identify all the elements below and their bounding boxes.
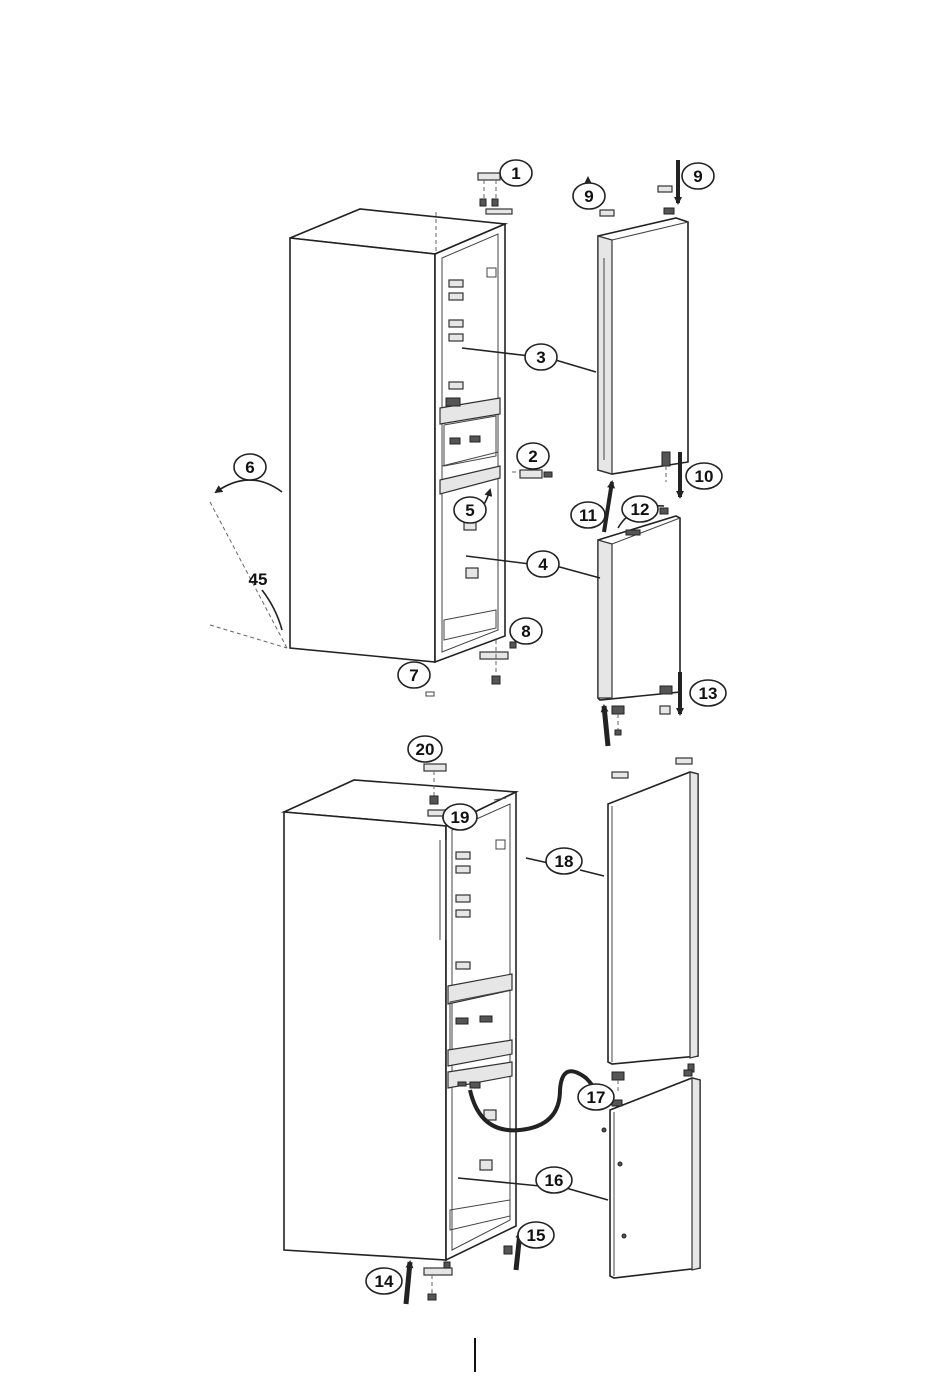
- callout-6: 6: [234, 454, 266, 480]
- callout-16-label: 16: [545, 1171, 564, 1190]
- upper-door-top: [598, 186, 688, 482]
- callout-9-right-label: 9: [693, 167, 702, 186]
- callout-14: 14: [366, 1268, 402, 1294]
- callout-5: 5: [454, 497, 486, 523]
- callout-14-label: 14: [375, 1272, 394, 1291]
- callout-5-label: 5: [465, 501, 474, 520]
- lower-door-bottom: [602, 1070, 700, 1278]
- callout-20-label: 20: [416, 740, 435, 759]
- callout-18: 18: [546, 848, 582, 874]
- callout-12-label: 12: [631, 500, 650, 519]
- callout-3-label: 3: [536, 348, 545, 367]
- tilt-angle-indicator: 45: [210, 480, 287, 648]
- callout-19-label: 19: [451, 808, 470, 827]
- callout-10: 10: [686, 463, 722, 489]
- callout-16: 16: [536, 1167, 572, 1193]
- callout-11-label: 11: [579, 506, 597, 525]
- callout-2-label: 2: [528, 447, 537, 466]
- callout-9-left: 9: [573, 183, 605, 209]
- callout-17-label: 17: [587, 1088, 606, 1107]
- angle-label: 45: [249, 570, 268, 589]
- callout-13-label: 13: [699, 684, 718, 703]
- callout-3: 3: [525, 344, 557, 370]
- bottom-fridge-cabinet: [284, 780, 516, 1260]
- callout-9-left-label: 9: [584, 187, 593, 206]
- callout-7: 7: [398, 662, 430, 688]
- callout-8-label: 8: [521, 622, 530, 641]
- callout-17: 17: [578, 1084, 614, 1110]
- top-fridge-cabinet: [290, 209, 505, 662]
- upper-door-bottom: [608, 758, 698, 1094]
- callout-19: 19: [443, 804, 477, 830]
- callout-4: 4: [527, 551, 559, 577]
- callout-12: 12: [622, 496, 658, 522]
- callout-10-label: 10: [695, 467, 714, 486]
- callout-11: 11: [571, 502, 605, 528]
- callout-15-label: 15: [527, 1226, 546, 1245]
- callout-1: 1: [500, 160, 532, 186]
- callout-13: 13: [690, 680, 726, 706]
- callout-15: 15: [518, 1222, 554, 1248]
- callout-9-right: 9: [682, 163, 714, 189]
- callout-8: 8: [510, 618, 542, 644]
- callout-18-label: 18: [555, 852, 574, 871]
- callout-2: 2: [517, 443, 549, 469]
- callout-1-label: 1: [511, 164, 520, 183]
- callout-4-label: 4: [538, 555, 548, 574]
- callout-20: 20: [408, 736, 442, 762]
- lower-door-top: [598, 508, 680, 735]
- middle-hinge-part: [512, 470, 552, 478]
- callout-7-label: 7: [409, 666, 418, 685]
- callout-6-label: 6: [245, 458, 254, 477]
